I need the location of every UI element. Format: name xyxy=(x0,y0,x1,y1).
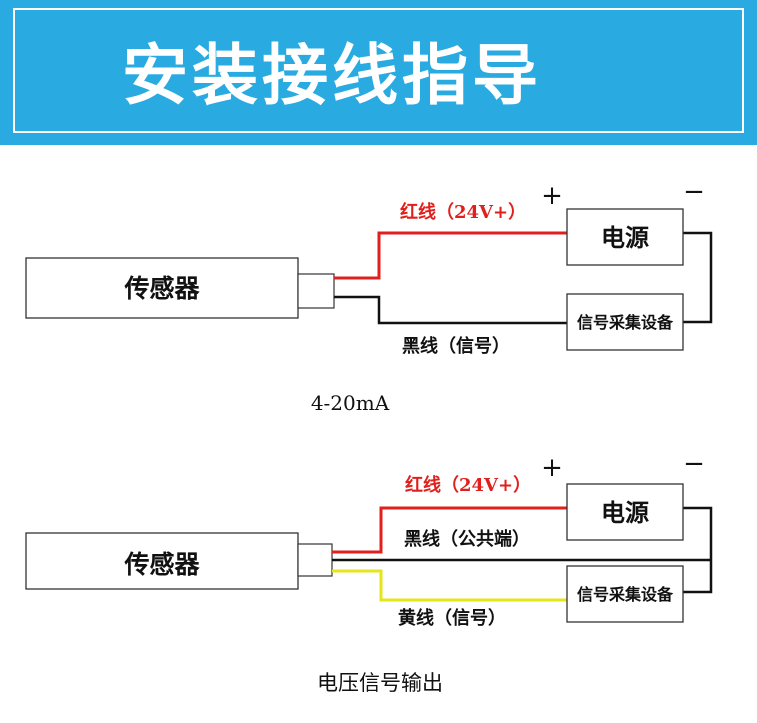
plus-sign: + xyxy=(541,181,563,211)
diagram-caption: 电压信号输出 xyxy=(317,671,443,695)
power-box xyxy=(566,483,684,541)
red-wire xyxy=(332,506,567,554)
power-box xyxy=(566,208,684,266)
black-wire xyxy=(334,295,567,325)
collector-box xyxy=(566,293,684,351)
sensor-box xyxy=(25,257,299,319)
red-wire-label: 红线（24V+） xyxy=(400,201,526,223)
sensor-connector xyxy=(297,273,335,309)
collector-box xyxy=(566,565,684,623)
header-frame xyxy=(13,8,744,133)
black-wire-label: 黑线（信号） xyxy=(402,335,510,357)
diagram-4-20ma: 传感器 电源 信号采集设备 红线（24V+） 黑线（信号） + − 4-20mA xyxy=(25,177,713,415)
sensor-label: 传感器 xyxy=(123,274,200,303)
page-title: 安装接线指导 xyxy=(122,37,542,114)
yellow-wire-label: 黄线（信号） xyxy=(398,607,506,629)
collector-label: 信号采集设备 xyxy=(577,585,674,604)
sensor-label: 传感器 xyxy=(123,550,200,579)
black-wire-label: 黑线（公共端） xyxy=(404,528,530,550)
diagram-caption: 4-20mA xyxy=(311,391,390,415)
sensor-connector xyxy=(297,543,333,577)
minus-sign: − xyxy=(683,449,705,479)
minus-sign: − xyxy=(683,177,705,207)
sensor-box xyxy=(25,532,299,590)
red-wire xyxy=(334,231,567,280)
return-wire xyxy=(683,231,713,324)
diagram-voltage-output: 传感器 电源 信号采集设备 红线（24V+） 黑线（公共端） 黄线（信号） + … xyxy=(25,449,713,695)
header-banner: 安装接线指导 xyxy=(0,0,757,145)
power-label: 电源 xyxy=(601,498,649,527)
power-label: 电源 xyxy=(601,223,649,252)
plus-sign: + xyxy=(541,453,563,483)
collector-label: 信号采集设备 xyxy=(577,313,674,332)
yellow-wire xyxy=(332,569,567,602)
return-wire xyxy=(683,506,713,594)
red-wire-label: 红线（24V+） xyxy=(405,474,531,496)
